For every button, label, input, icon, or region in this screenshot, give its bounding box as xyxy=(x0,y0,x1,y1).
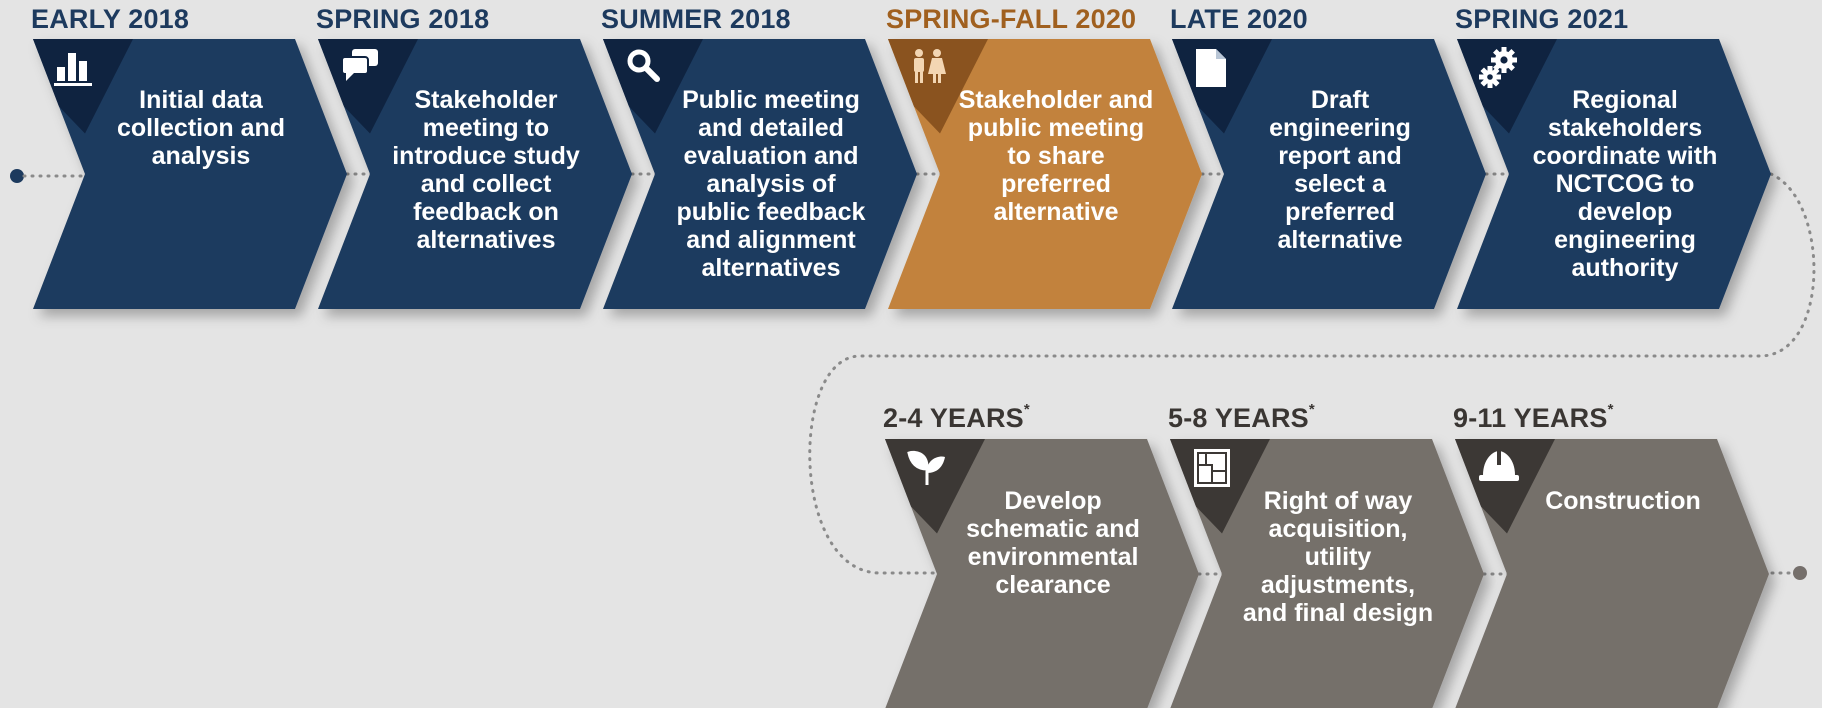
footnote-asterisk: * xyxy=(1023,401,1030,418)
step-late-2020 xyxy=(1172,39,1486,309)
start-dot xyxy=(10,169,24,183)
phase-label: SPRING 2021 xyxy=(1455,4,1628,35)
step-years-5-8 xyxy=(1170,439,1484,708)
phase-label-text: SPRING 2018 xyxy=(316,4,490,34)
step-early-2018 xyxy=(33,39,347,309)
phase-label-text: EARLY 2018 xyxy=(31,4,190,34)
step-description: Draft engineering report and select a pr… xyxy=(1269,86,1411,254)
chevron-shape xyxy=(318,39,632,309)
step-spring-2018 xyxy=(318,39,632,309)
phase-label-text: 2-4 YEARS xyxy=(883,403,1024,433)
chevron-shape xyxy=(888,39,1202,309)
chat-bubbles-icon xyxy=(341,49,378,81)
chevron-shape xyxy=(885,439,1199,708)
phase-label: 5-8 YEARS* xyxy=(1168,401,1315,434)
phase-label-text: 5-8 YEARS xyxy=(1168,403,1309,433)
blueprint-icon xyxy=(1194,449,1230,487)
corner-triangle xyxy=(1457,39,1557,134)
corner-triangle xyxy=(1455,439,1555,534)
phase-label-text: 9-11 YEARS xyxy=(1453,403,1608,433)
bar-chart-icon xyxy=(54,53,92,86)
phase-label-text: LATE 2020 xyxy=(1170,4,1308,34)
phase-label: SPRING 2018 xyxy=(316,4,489,35)
phase-label: LATE 2020 xyxy=(1170,4,1308,35)
phase-label: 9-11 YEARS* xyxy=(1453,401,1614,434)
corner-triangle xyxy=(885,439,985,534)
chevron-shape xyxy=(1172,39,1486,309)
step-years-9-11 xyxy=(1455,439,1769,708)
phase-label-text: SUMMER 2018 xyxy=(601,4,791,34)
phase-label: EARLY 2018 xyxy=(31,4,189,35)
chevron-shape xyxy=(603,39,917,309)
chevron-shape xyxy=(33,39,347,309)
document-icon xyxy=(1196,49,1226,87)
step-years-2-4 xyxy=(885,439,1199,708)
footnote-asterisk: * xyxy=(1607,401,1614,418)
hard-hat-icon xyxy=(1479,451,1519,481)
step-description: Initial data collection and analysis xyxy=(116,86,286,170)
gears-icon xyxy=(1479,47,1517,88)
step-description: Right of way acquisition, utility adjust… xyxy=(1242,487,1434,627)
step-description: Stakeholder meeting to introduce study a… xyxy=(392,86,580,254)
magnifier-icon xyxy=(627,49,660,82)
step-description: Stakeholder and public meeting to share … xyxy=(958,86,1154,226)
corner-triangle xyxy=(33,39,133,134)
step-description: Public meeting and detailed evaluation a… xyxy=(676,86,866,282)
people-icon xyxy=(914,49,946,83)
phase-label: SUMMER 2018 xyxy=(601,4,791,35)
phase-label-text: SPRING 2021 xyxy=(1455,4,1629,34)
step-spring-fall-2020 xyxy=(888,39,1202,309)
step-summer-2018 xyxy=(603,39,917,309)
phase-label: SPRING-FALL 2020 xyxy=(886,4,1136,35)
step-description: Construction xyxy=(1545,487,1701,515)
phase-label-text: SPRING-FALL 2020 xyxy=(886,4,1137,34)
leaf-icon xyxy=(907,450,945,485)
corner-triangle xyxy=(888,39,988,134)
end-dot xyxy=(1793,566,1807,580)
step-spring-2021 xyxy=(1457,39,1771,309)
chevron-shape xyxy=(1457,39,1771,309)
step-description: Regional stakeholders coordinate with NC… xyxy=(1532,86,1718,282)
step-description: Develop schematic and environmental clea… xyxy=(966,487,1140,599)
chevron-shape xyxy=(1170,439,1484,708)
chevron-shape xyxy=(1455,439,1769,708)
phase-label: 2-4 YEARS* xyxy=(883,401,1030,434)
footnote-asterisk: * xyxy=(1308,401,1315,418)
